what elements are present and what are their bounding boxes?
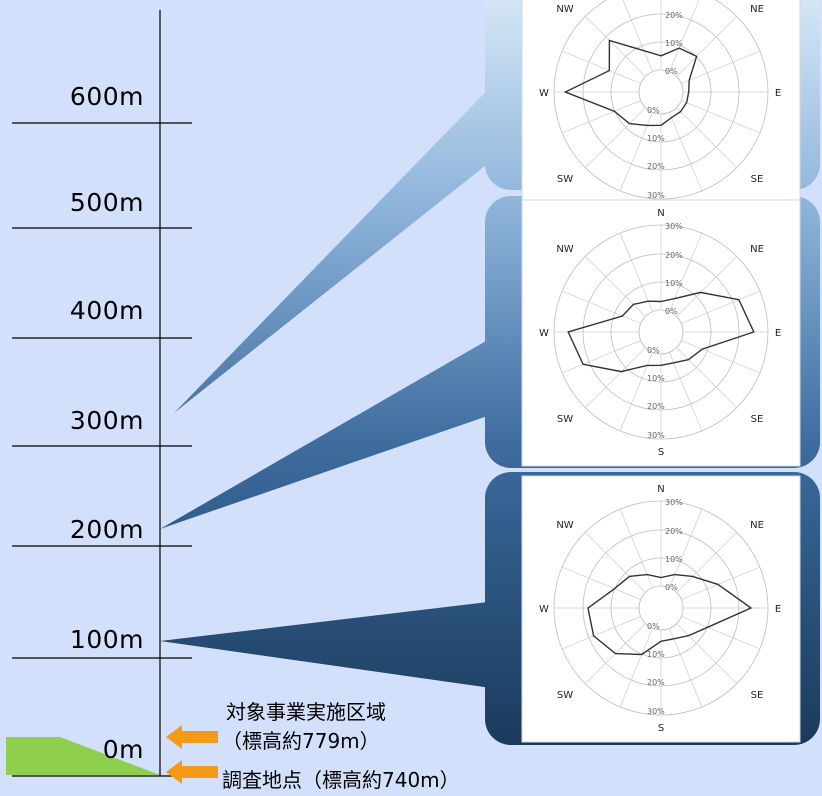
rose-spoke bbox=[622, 0, 653, 72]
rose-direction-label: W bbox=[539, 604, 549, 615]
rose-spoke bbox=[676, 347, 737, 408]
rose-ring-label: 20% bbox=[665, 11, 683, 20]
rose-spoke bbox=[681, 290, 760, 324]
altitude-label-300m: 300m bbox=[69, 406, 144, 435]
rose-ring-label: 20% bbox=[647, 162, 665, 171]
rose-direction-label: NW bbox=[556, 520, 573, 531]
rose-spoke bbox=[681, 100, 760, 134]
rose-direction-label: SE bbox=[751, 174, 764, 185]
altitude-label-0m: 0m bbox=[102, 735, 144, 764]
rose-spoke bbox=[669, 352, 703, 431]
rose-spoke bbox=[585, 107, 646, 168]
rose-spoke bbox=[676, 16, 737, 77]
rose-spoke bbox=[681, 616, 760, 650]
rose-direction-label: S bbox=[658, 447, 664, 458]
rose-ring-label: 10% bbox=[665, 279, 683, 288]
rose-direction-label: E bbox=[775, 604, 781, 615]
rose-direction-label: SW bbox=[557, 414, 573, 425]
rose-direction-label: W bbox=[539, 328, 549, 339]
rose-spoke bbox=[562, 50, 641, 84]
rose-frequency-polygon bbox=[587, 573, 753, 656]
altitude-label-500m: 500m bbox=[69, 188, 144, 217]
rose-spoke bbox=[669, 112, 703, 191]
survey-point-label: 調査地点（標高約740m） bbox=[222, 768, 460, 792]
rose-ring-label: 0% bbox=[665, 67, 678, 76]
rose-ring-label: 30% bbox=[647, 431, 665, 440]
rose-ring-label: 20% bbox=[647, 678, 665, 687]
rose-ring-label: 10% bbox=[647, 650, 665, 659]
survey-point-arrow-icon bbox=[166, 760, 218, 784]
rose-spoke bbox=[585, 256, 646, 317]
rose-frequency-polygon bbox=[567, 291, 755, 373]
rose-direction-label: W bbox=[539, 88, 549, 99]
project-area-arrow-icon bbox=[166, 725, 218, 749]
rose-spoke bbox=[585, 347, 646, 408]
rose-spoke bbox=[681, 50, 760, 84]
rose-spoke bbox=[562, 340, 641, 374]
rose-spoke bbox=[676, 532, 737, 593]
rose-ring-label: 10% bbox=[647, 134, 665, 143]
rose-spoke bbox=[669, 628, 703, 707]
rose-direction-label: SE bbox=[751, 690, 764, 701]
rose-ring-label: 30% bbox=[665, 498, 683, 507]
rose-ring-label: 20% bbox=[665, 527, 683, 536]
altitude-label-400m: 400m bbox=[69, 296, 144, 325]
rose-direction-label: NW bbox=[556, 4, 573, 15]
project-area-elevation: （標高約779m） bbox=[222, 729, 380, 753]
rose-direction-label: N bbox=[657, 208, 664, 219]
rose-ring-label: 30% bbox=[647, 707, 665, 716]
rose-ring-label: 0% bbox=[647, 106, 660, 115]
rose-direction-label: NE bbox=[750, 4, 764, 15]
rose-frequency-polygon bbox=[563, 39, 698, 127]
rose-ring-label: 0% bbox=[665, 307, 678, 316]
rose-direction-label: NW bbox=[556, 244, 573, 255]
rose-spoke bbox=[562, 100, 641, 134]
rose-spoke bbox=[562, 566, 641, 600]
rose-spoke bbox=[676, 256, 737, 317]
rose-ring-label: 20% bbox=[665, 251, 683, 260]
rose-spoke bbox=[669, 0, 700, 72]
altitude-label-200m: 200m bbox=[69, 515, 144, 544]
rose-spoke bbox=[681, 340, 760, 374]
rose-ring-label: 10% bbox=[665, 555, 683, 564]
rose-direction-label: SE bbox=[751, 414, 764, 425]
rose-spoke bbox=[681, 566, 760, 600]
rose-ring-label: 0% bbox=[665, 583, 678, 592]
rose-direction-label: E bbox=[775, 328, 781, 339]
rose-direction-label: SW bbox=[557, 174, 573, 185]
altitude-scale bbox=[12, 10, 192, 777]
rose-spoke bbox=[619, 233, 653, 312]
altitude-label-600m: 600m bbox=[69, 82, 144, 111]
project-area-label: 対象事業実施区域 bbox=[226, 700, 386, 724]
rose-ring-label: 10% bbox=[665, 39, 683, 48]
rose-ring-label: 20% bbox=[647, 402, 665, 411]
rose-ring-label: 0% bbox=[647, 346, 660, 355]
rose-spoke bbox=[562, 616, 641, 650]
rose-direction-label: E bbox=[775, 88, 781, 99]
rose-spoke bbox=[585, 532, 646, 593]
rose-direction-label: N bbox=[657, 484, 664, 495]
rose-spoke bbox=[562, 290, 641, 324]
rose-ring-label: 30% bbox=[647, 191, 665, 200]
rose-ring-label: 0% bbox=[647, 622, 660, 631]
rose-direction-label: NE bbox=[750, 244, 764, 255]
rose-spoke bbox=[676, 107, 737, 168]
ground-terrain bbox=[6, 737, 160, 775]
rose-ring-label: 10% bbox=[647, 374, 665, 383]
rose-ring-label: 30% bbox=[665, 222, 683, 231]
rose-spoke bbox=[585, 16, 646, 77]
rose-direction-label: NE bbox=[750, 520, 764, 531]
rose-direction-label: S bbox=[658, 723, 664, 734]
rose-spoke bbox=[619, 628, 653, 707]
rose-direction-label: SW bbox=[557, 690, 573, 701]
altitude-label-100m: 100m bbox=[69, 625, 144, 654]
rose-spoke bbox=[676, 623, 737, 684]
